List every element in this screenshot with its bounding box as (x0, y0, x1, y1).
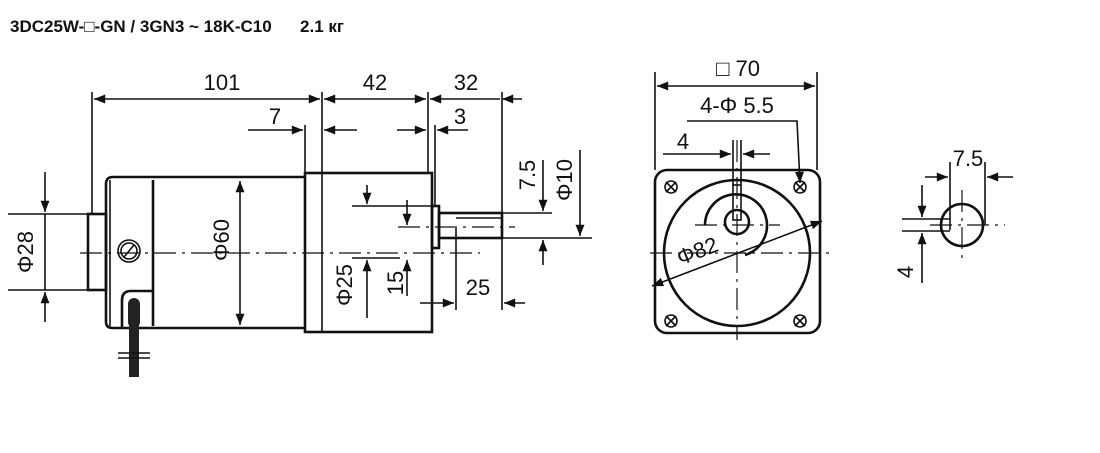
dim-shaft-4: 4 (893, 266, 918, 278)
dim-phi82: Φ82 (673, 232, 721, 270)
dim-7-5: 7.5 (515, 160, 540, 191)
dim-101: 101 (204, 70, 241, 95)
dim-15: 15 (383, 271, 408, 295)
dim-holes: 4-Φ 5.5 (700, 93, 774, 118)
dim-7: 7 (269, 104, 281, 129)
weight: 2.1 кг (300, 17, 344, 36)
dim-32: 32 (454, 70, 478, 95)
dim-key-width: 4 (677, 129, 689, 154)
dim-phi25: Φ25 (332, 264, 357, 306)
dim-phi28: Φ28 (13, 231, 38, 273)
adjust-screw-icon (117, 239, 141, 263)
model-name: 3DC25W-□-GN / 3GN3 ~ 18K-C10 (10, 17, 272, 36)
front-view: □ 70 4-Φ 5.5 4 Φ82 (650, 56, 830, 340)
dim-square-70: □ 70 (716, 56, 760, 81)
dim-25: 25 (466, 275, 490, 300)
side-view: 101 42 32 7 3 Φ28 Φ60 Φ25 15 25 (8, 70, 592, 377)
shaft-section: 7.5 4 (893, 146, 1013, 283)
mounting-holes (664, 180, 807, 328)
dim-3: 3 (454, 104, 466, 129)
dim-42: 42 (363, 70, 387, 95)
dim-phi60: Φ60 (209, 219, 234, 261)
dim-phi10: Φ10 (552, 159, 577, 201)
drawing-title: 3DC25W-□-GN / 3GN3 ~ 18K-C10 2.1 кг (10, 17, 344, 37)
dim-shaft-7-5: 7.5 (953, 146, 984, 171)
cable-outlet-icon (118, 289, 153, 377)
